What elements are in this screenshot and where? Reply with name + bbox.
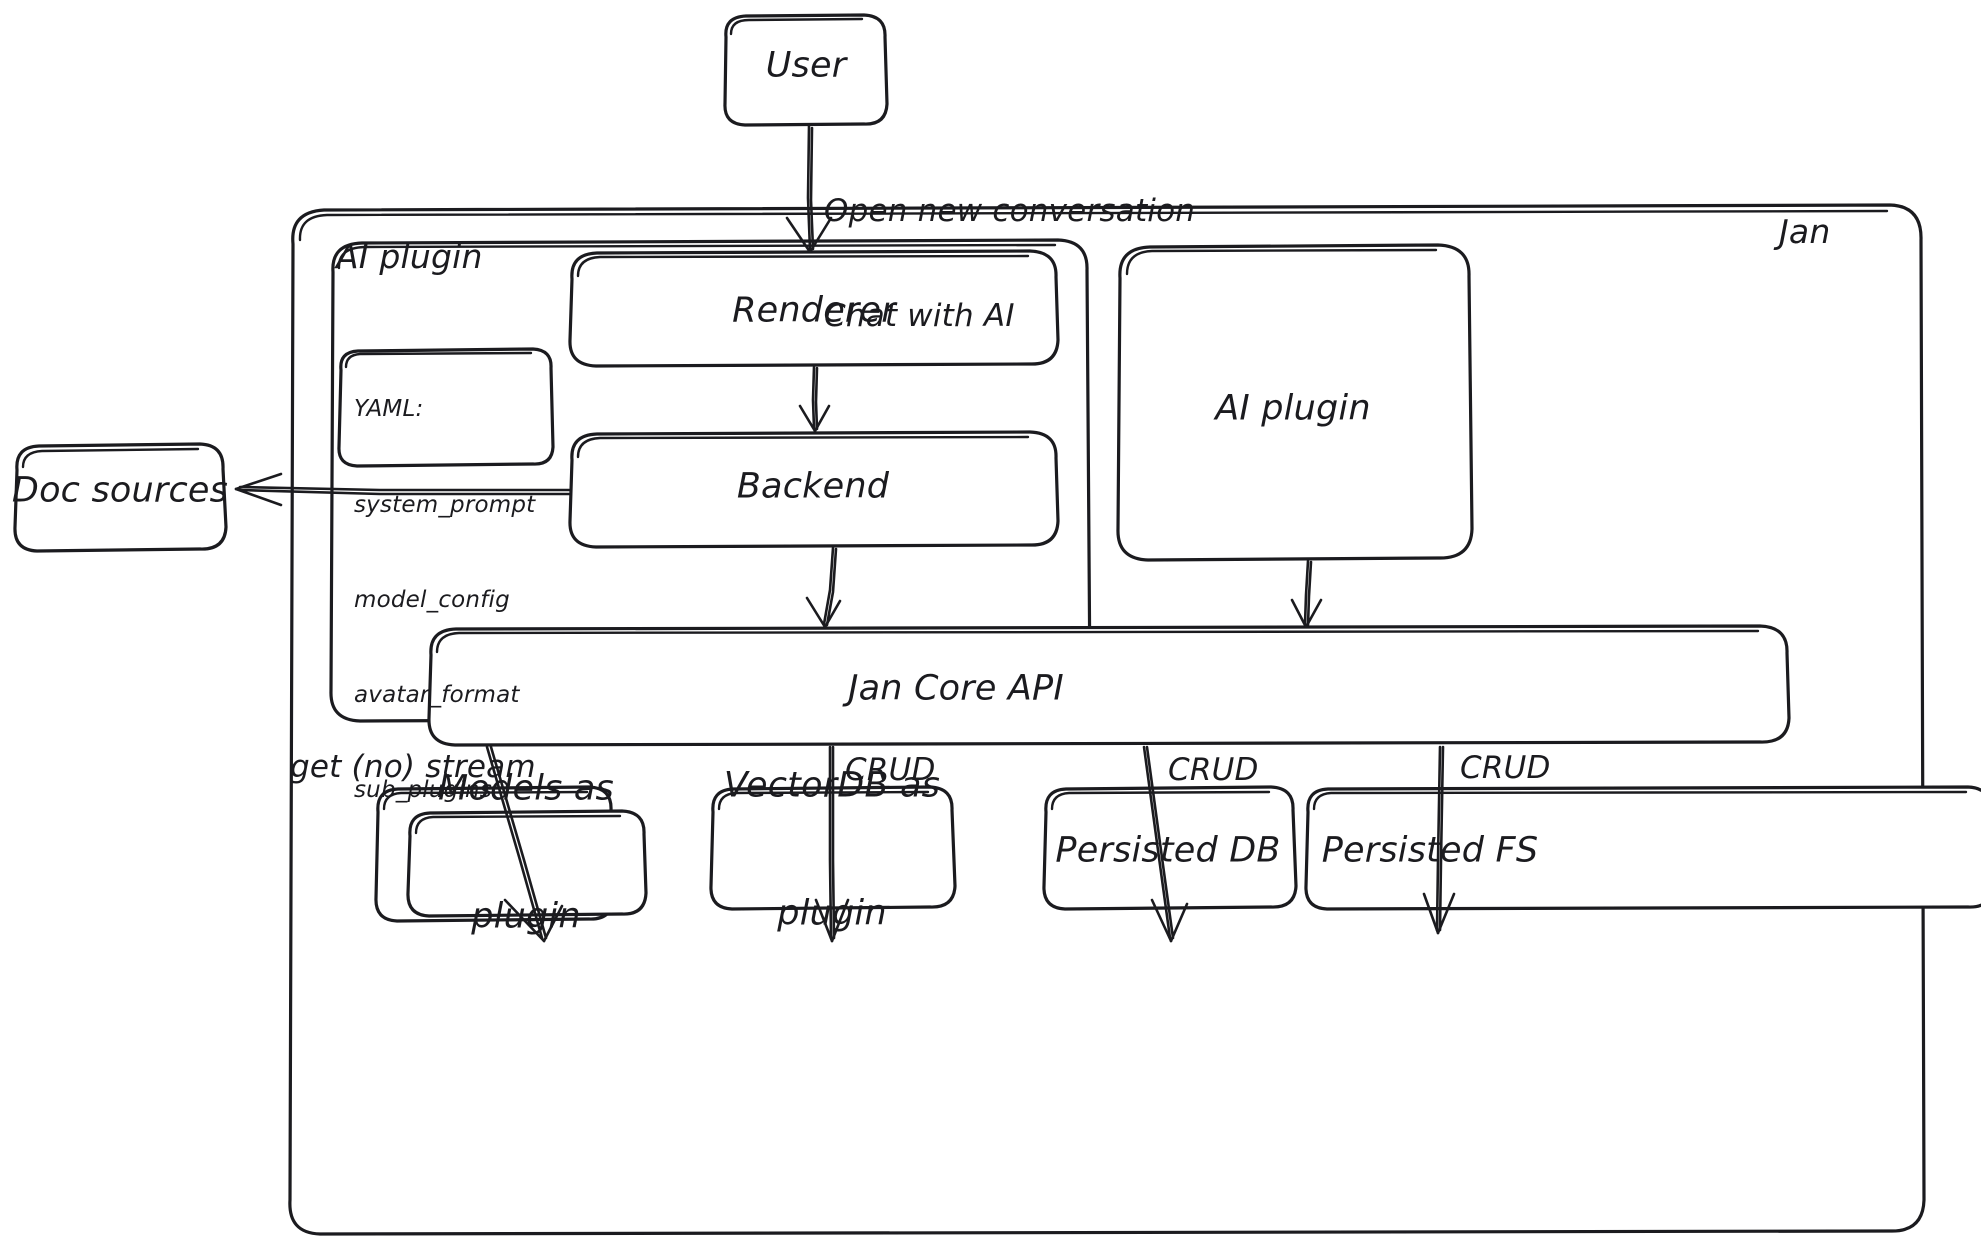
edge-backend-to-jan-core-api [805,546,842,629]
edge-user-to-renderer [785,124,833,254]
node-backend-box [568,430,1060,549]
node-user-box [723,13,889,127]
node-models-as-plugin-box [374,785,648,923]
node-doc-sources-box [13,442,228,553]
edge-ai-plugin-to-jan-core-api [1290,559,1323,629]
edge-backend-to-doc-sources [234,472,571,507]
edge-renderer-to-backend [798,365,831,433]
node-persisted-db-box [1042,785,1298,911]
node-jan-core-api-box [427,624,1791,747]
node-renderer-box [568,249,1060,368]
yaml-card-box [337,347,555,468]
edge-api-to-persisted-fs [1422,745,1456,935]
node-persisted-fs-box [1304,785,1981,911]
edge-api-to-persisted-db [1142,745,1189,943]
edge-api-to-models [485,745,564,943]
edge-api-to-vectordb [814,745,850,943]
node-ai-plugin-box [1116,243,1474,562]
